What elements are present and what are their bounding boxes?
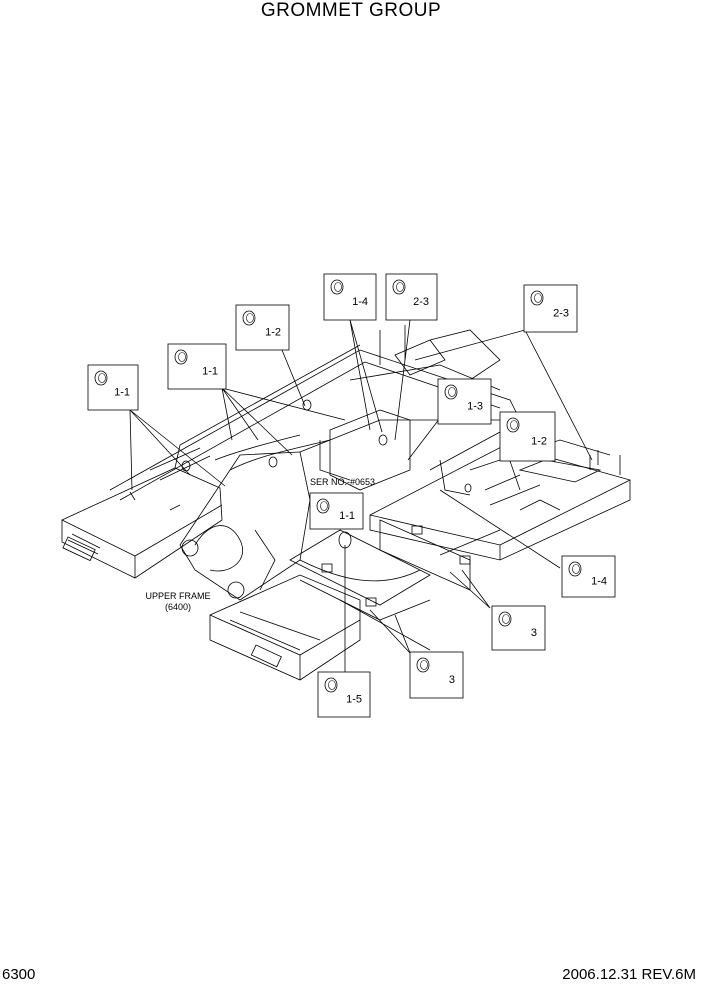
grommet-icon <box>498 611 512 627</box>
grommet-icon <box>506 417 520 433</box>
callout-label: 2-3 <box>553 308 569 320</box>
page-number: 6300 <box>2 966 36 983</box>
frame-label-line2: (6400) <box>165 602 191 612</box>
callout-label: 1-5 <box>346 694 362 706</box>
page-title: GROMMET GROUP <box>260 0 442 21</box>
callout-1-4: 1-4 <box>561 555 616 598</box>
callout-1-5: 1-5 <box>317 671 371 718</box>
grommet-icon <box>94 370 108 386</box>
grommet-icon <box>174 349 188 365</box>
grommet-icon <box>416 657 430 673</box>
callout-label: 1-4 <box>591 576 607 588</box>
callout-label: 3 <box>449 674 455 686</box>
callout-1-2: 1-2 <box>235 304 290 351</box>
callout-label: 1-4 <box>352 296 368 308</box>
revision-date: 2006.12.31 REV.6M <box>562 966 696 983</box>
leader-lines <box>129 319 593 680</box>
callout-label: 1-1 <box>114 387 130 399</box>
grommet-icon <box>316 498 330 514</box>
callout-label: 1-2 <box>265 327 281 339</box>
grommet-icon <box>242 310 256 326</box>
callout-1-1: 1-1 <box>167 343 227 390</box>
callout-2-3: 2-3 <box>385 273 438 321</box>
callout-3: 3 <box>409 651 464 699</box>
grommet-icon <box>568 561 582 577</box>
callout-2-3: 2-3 <box>523 284 578 333</box>
callout-label: 1-2 <box>531 436 547 448</box>
callout-1-1: 1-1 <box>309 492 364 530</box>
grommet-icon <box>392 279 406 295</box>
grommet-icon <box>444 384 458 400</box>
callout-label: 1-3 <box>467 401 483 413</box>
callout-1-2: 1-2 <box>499 411 556 462</box>
callout-3: 3 <box>491 605 546 651</box>
callout-label: 3 <box>531 627 537 639</box>
callout-1-1: 1-1 <box>87 364 139 411</box>
callout-1-4: 1-4 <box>323 273 377 321</box>
callout-label: 1-1 <box>202 366 218 378</box>
callout-1-3: 1-3 <box>437 378 492 425</box>
serial-note: SER NO.-#0653 <box>310 477 375 487</box>
frame-label-line1: UPPER FRAME <box>145 591 210 601</box>
callout-label: 2-3 <box>413 296 429 308</box>
grommet-icon <box>330 279 344 295</box>
callout-label: 1-1 <box>339 510 355 522</box>
grommet-icon <box>530 290 544 306</box>
grommet-icon <box>324 677 338 693</box>
